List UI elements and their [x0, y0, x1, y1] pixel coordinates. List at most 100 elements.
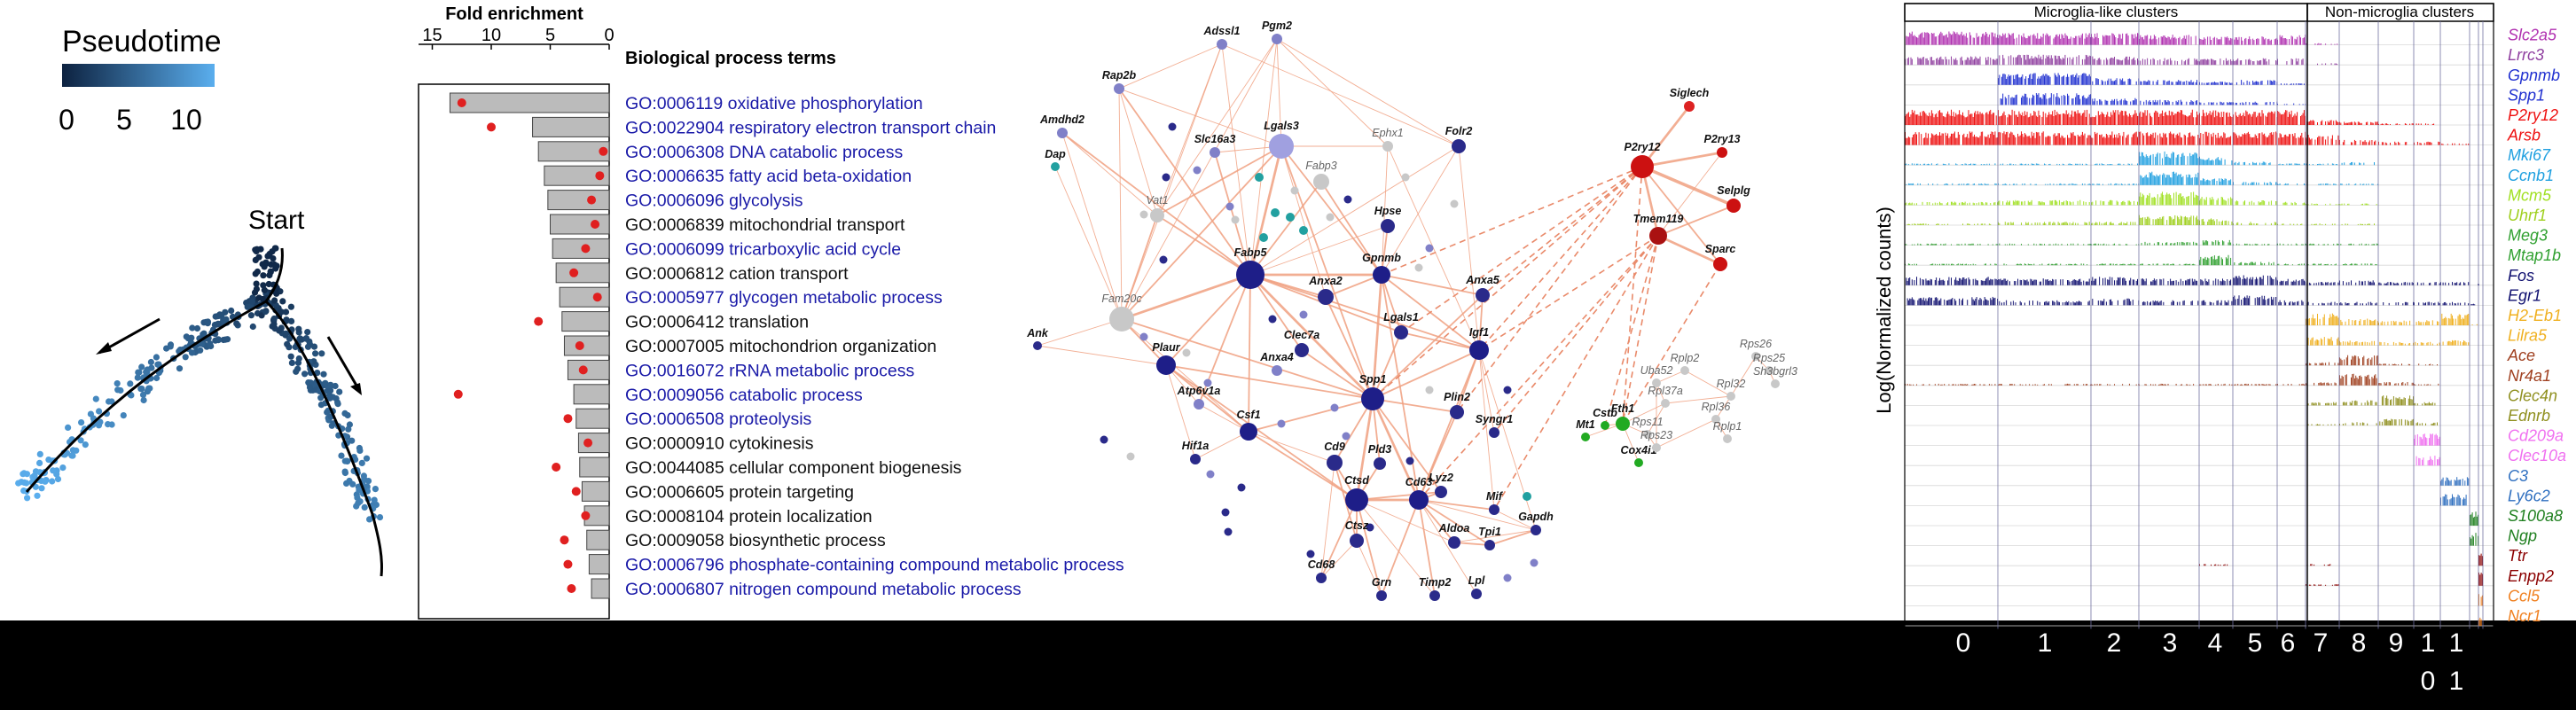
- network-minor-node: [1278, 420, 1286, 428]
- enrichment-bar: [556, 263, 609, 283]
- gene-track-label: Meg3: [2508, 227, 2548, 245]
- gene-track-label: Lilra5: [2508, 327, 2548, 345]
- trajectory-cell-point: [194, 325, 200, 332]
- network-node: [1316, 573, 1327, 583]
- enrichment-bar: [568, 360, 609, 379]
- enrichment-bar: [533, 117, 609, 137]
- network-node: [1313, 174, 1329, 190]
- network-node-label: Hif1a: [1182, 440, 1210, 452]
- network-node-label: Mif: [1486, 490, 1504, 503]
- enrichment-dot: [579, 365, 588, 374]
- enrichment-dot: [575, 341, 584, 350]
- network-minor-node: [1331, 404, 1339, 412]
- trajectory-cell-point: [143, 369, 149, 375]
- trajectory-cell-point: [333, 395, 340, 402]
- network-node-label: Fabp5: [1234, 246, 1268, 259]
- network-node: [1661, 399, 1670, 408]
- network-minor-node: [1259, 233, 1268, 242]
- gene-track-label: H2-Eb1: [2508, 307, 2562, 324]
- enrichment-dot: [552, 463, 560, 472]
- network-node-label: Grn: [1372, 576, 1392, 589]
- trajectory-cell-point: [249, 299, 255, 305]
- trajectory-cell-point: [96, 422, 102, 428]
- trajectory-cell-point: [362, 504, 368, 511]
- go-term-label: GO:0006839 mitochondrial transport: [625, 215, 905, 235]
- trajectory-cell-point: [254, 269, 261, 275]
- enrichment-dot: [534, 317, 543, 326]
- trajectory-cell-point: [50, 467, 56, 473]
- network-node-label: Amdhd2: [1039, 113, 1084, 126]
- network-node: [1236, 261, 1265, 289]
- trajectory-cell-point: [312, 350, 318, 356]
- trajectory-cell-point: [295, 326, 301, 332]
- trajectory-cell-point: [215, 337, 222, 343]
- trajectory-cell-point: [307, 384, 313, 390]
- enrichment-bar: [574, 385, 609, 404]
- go-term-label: GO:0006308 DNA catabolic process: [625, 143, 904, 162]
- trajectory-cell-point: [301, 371, 308, 377]
- network-node-label: Anxa2: [1308, 275, 1343, 287]
- network-node-label: Sparc: [1705, 243, 1736, 255]
- network-node-label: Cd68: [1308, 558, 1335, 571]
- trajectory-cell-point: [65, 425, 71, 431]
- trajectory-cell-point: [293, 369, 299, 375]
- network-minor-node: [1504, 574, 1512, 582]
- network-node-label: Fth1: [1611, 402, 1634, 415]
- network-node-label: Rpl32: [1717, 378, 1746, 390]
- network-node-label: Cox4i1: [1621, 444, 1657, 456]
- trajectory-cell-point: [184, 333, 190, 339]
- network-node: [1726, 199, 1741, 213]
- enrichment-bar: [582, 481, 609, 501]
- go-term-label: GO:0006812 cation transport: [625, 264, 849, 284]
- trajectory-cell-point: [324, 410, 330, 416]
- network-minor-node: [1255, 173, 1264, 182]
- network-node-label: Rpl36: [1702, 401, 1731, 413]
- trajectory-cell-point: [261, 261, 267, 268]
- network-node: [1217, 39, 1227, 50]
- go-term-label: GO:0006508 proteolysis: [625, 410, 812, 429]
- network-node: [1723, 434, 1732, 443]
- gene-track-label: Slc2a5: [2508, 27, 2557, 44]
- group-label-non-microglia: Non-microglia clusters: [2325, 4, 2474, 20]
- trajectory-cell-point: [366, 516, 372, 522]
- enrichment-bar: [578, 433, 609, 453]
- go-term-label: GO:0022904 respiratory electron transpor…: [625, 118, 996, 137]
- enrichment-dot: [569, 269, 578, 277]
- go-term-label: GO:0006119 oxidative phosphorylation: [625, 94, 923, 113]
- network-node: [1631, 155, 1654, 178]
- network-node: [1382, 141, 1393, 152]
- trajectory-cell-point: [361, 472, 367, 479]
- fold-enrichment-axis-title: Fold enrichment: [445, 4, 583, 24]
- trajectory-cell-point: [254, 248, 260, 254]
- gene-track-label: Cd209a: [2508, 427, 2564, 445]
- network-node-label: Siglech: [1670, 87, 1710, 99]
- network-minor-node: [1286, 213, 1295, 222]
- trajectory-cell-point: [88, 411, 94, 417]
- trajectory-cell-point: [318, 350, 325, 356]
- network-node-label: Folr2: [1445, 125, 1473, 137]
- network-minor-node: [1415, 264, 1423, 272]
- trajectory-cell-point: [276, 327, 282, 333]
- network-node: [1109, 307, 1134, 332]
- gene-track-label: Mtap1b: [2508, 246, 2561, 264]
- go-term-label: GO:0000910 cytokinesis: [625, 434, 814, 454]
- network-node-label: Adssl1: [1203, 25, 1241, 37]
- trajectory-cell-point: [146, 386, 153, 392]
- network-node: [1376, 590, 1387, 601]
- network-minor-node: [1194, 167, 1202, 175]
- trajectory-cell-point: [250, 324, 256, 330]
- network-node-label: Gapdh: [1518, 511, 1554, 523]
- fold-axis-tick-label: 5: [545, 26, 555, 45]
- gene-track-label: P2ry12: [2508, 106, 2558, 124]
- terms-header: Biological process terms: [625, 49, 836, 68]
- network-node: [1361, 387, 1384, 410]
- network-node: [1156, 355, 1176, 375]
- network-node-label: Fabp3: [1305, 160, 1336, 172]
- network-node-label: Vat1: [1146, 194, 1168, 207]
- network-node: [1318, 289, 1334, 305]
- gene-track-label: Fos: [2508, 267, 2534, 285]
- network-minor-node: [1451, 200, 1459, 208]
- trajectory-cell-point: [252, 289, 258, 295]
- trajectory-cell-point: [344, 458, 350, 464]
- network-node: [1634, 458, 1643, 467]
